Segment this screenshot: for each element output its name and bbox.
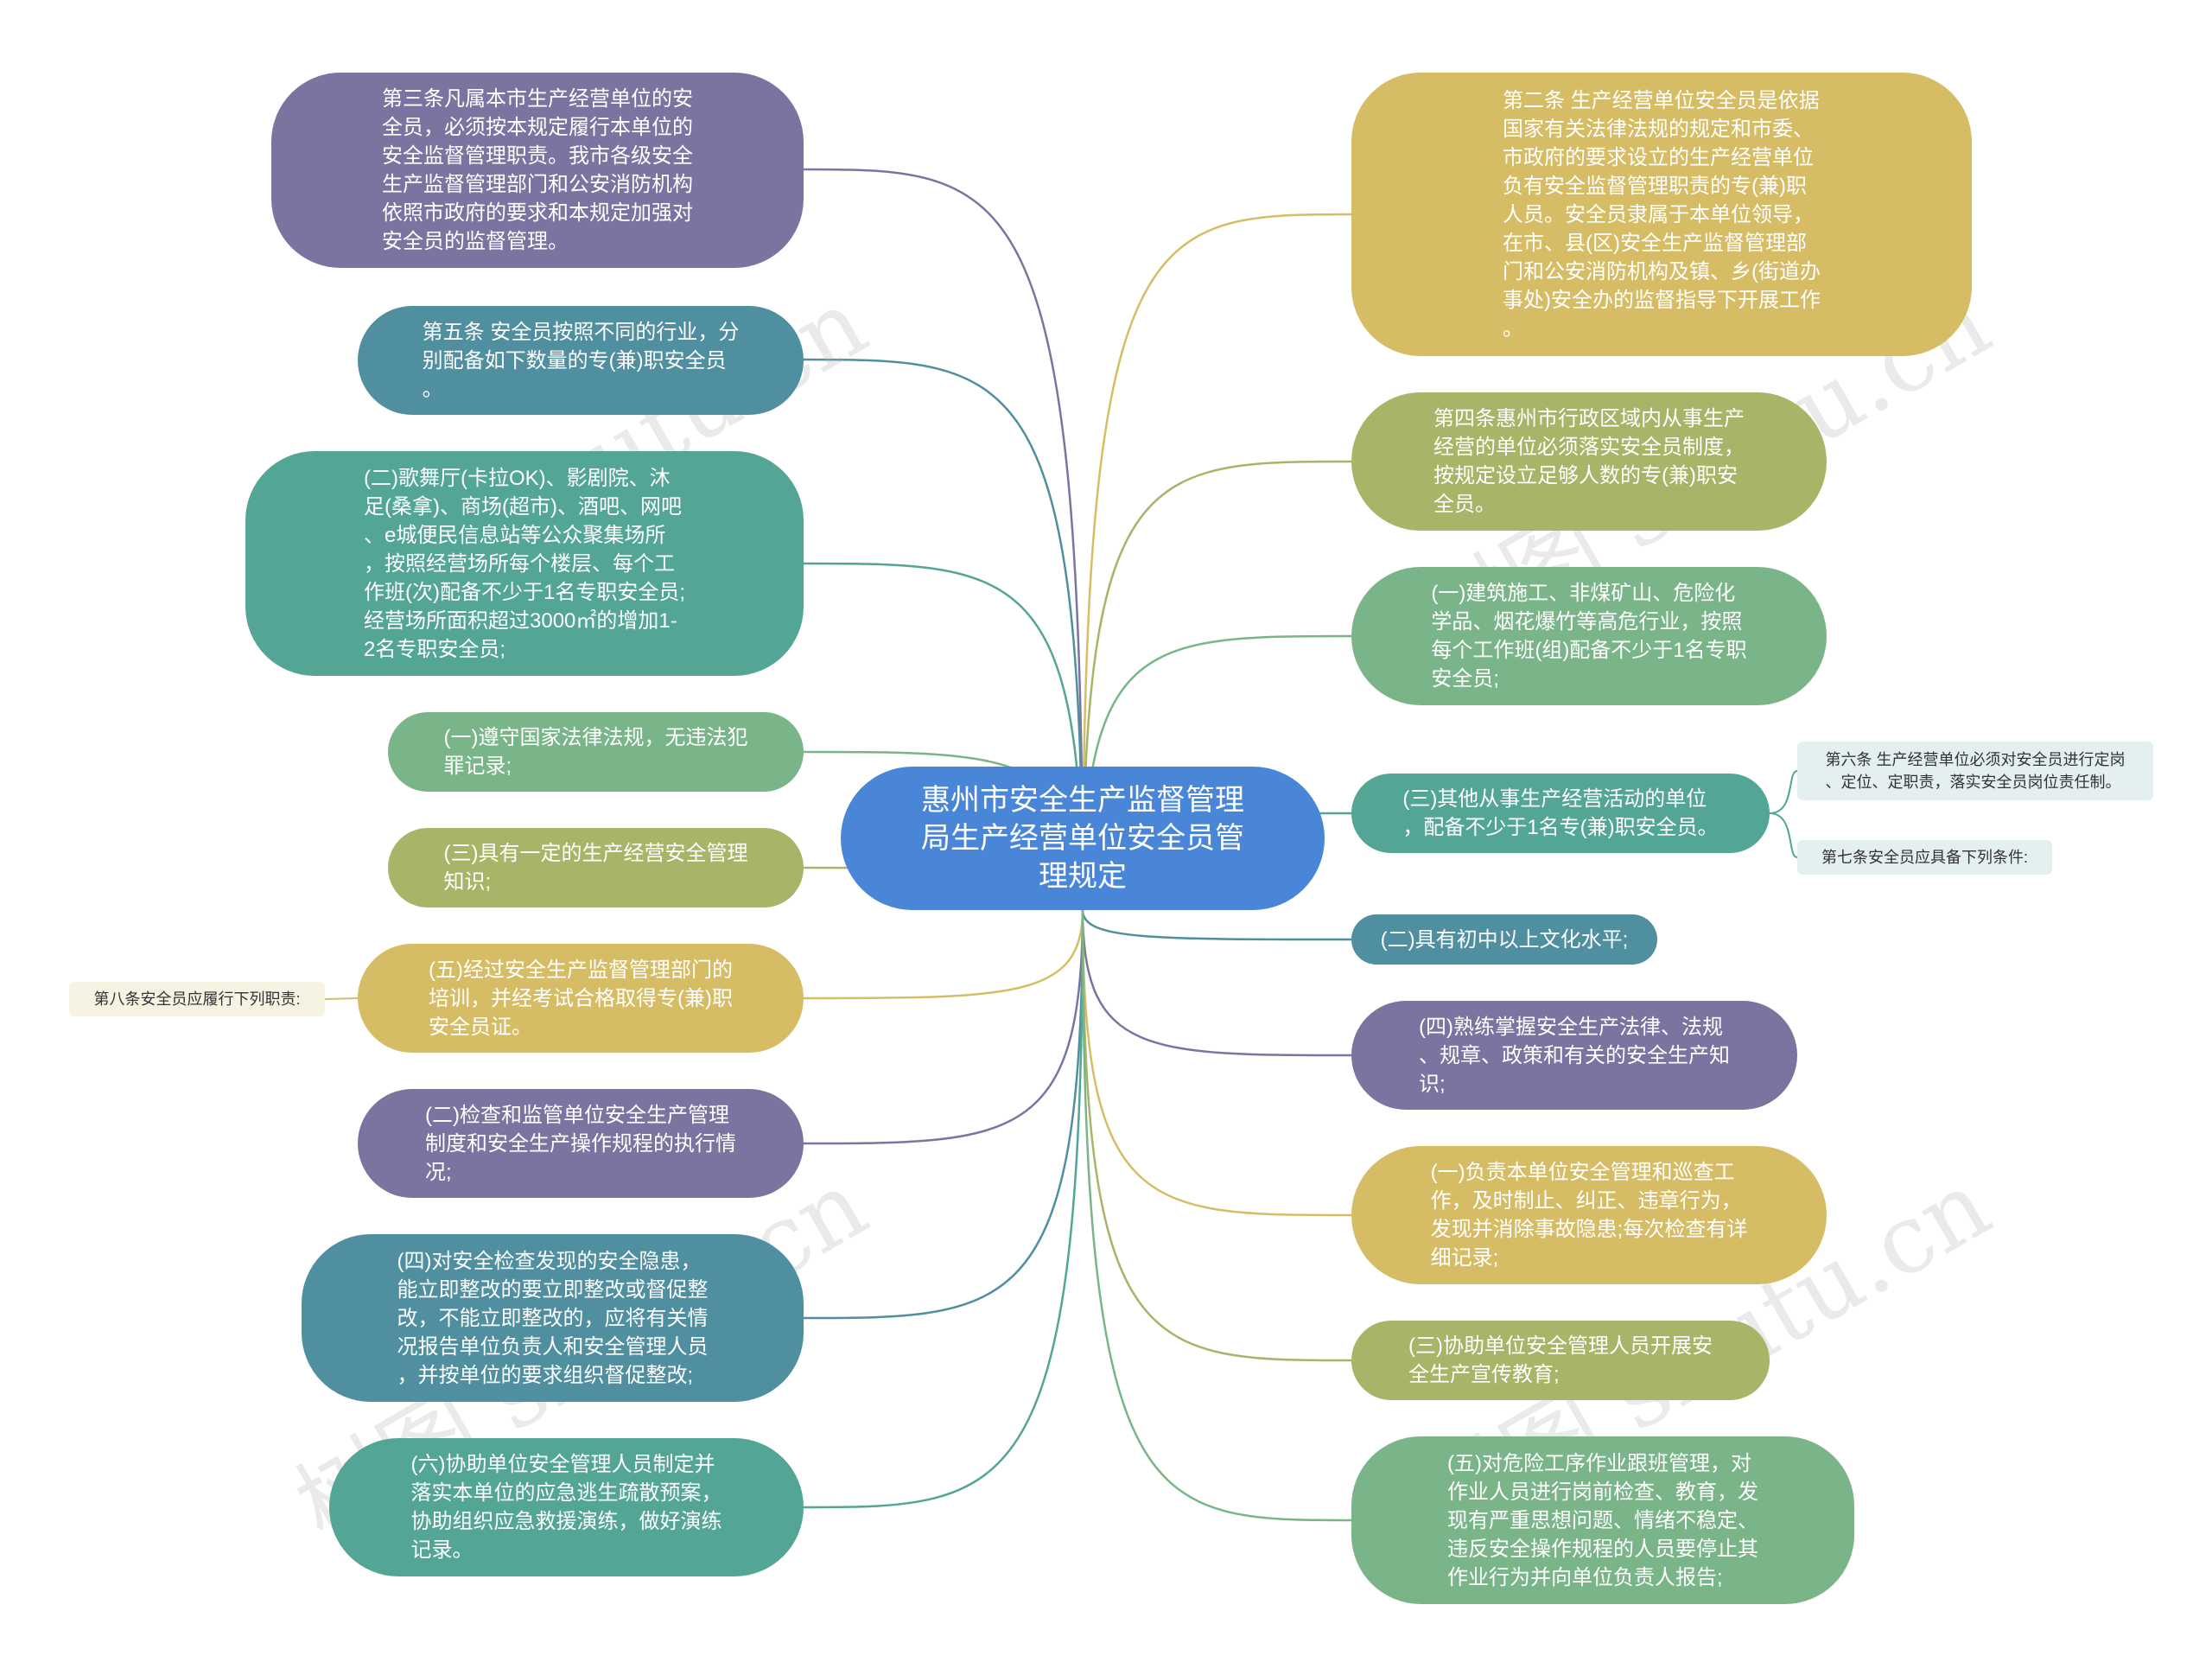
central-topic[interactable]: 惠州市安全生产监督管理 局生产经营单位安全员管 理规定 bbox=[841, 767, 1325, 910]
node-text: 第七条安全员应具备下列条件: bbox=[1821, 849, 2028, 866]
node-text: (一)遵守国家法律法规，无违法犯 罪记录; bbox=[443, 726, 748, 778]
left-node-condition-5[interactable]: (五)经过安全生产监督管理部门的 培训，并经考试合格取得专(兼)职 安全员证。 bbox=[358, 944, 804, 1053]
node-text: (五)对危险工序作业跟班管理，对 作业人员进行岗前检查、教育，发 现有严重思想问… bbox=[1447, 1451, 1758, 1589]
node-text: (六)协助单位安全管理人员制定并 落实本单位的应急逃生疏散预案， 协助组织应急救… bbox=[410, 1453, 722, 1562]
right-node-duty-5[interactable]: (五)对危险工序作业跟班管理，对 作业人员进行岗前检查、教育，发 现有严重思想问… bbox=[1351, 1436, 1854, 1604]
sub-node-article-6[interactable]: 第六条 生产经营单位必须对安全员进行定岗 、定位、定职责，落实安全员岗位责任制。 bbox=[1797, 742, 2153, 800]
sub-node-article-8[interactable]: 第八条安全员应履行下列职责: bbox=[69, 982, 325, 1016]
right-node-other-units[interactable]: (三)其他从事生产经营活动的单位 ，配备不少于1名专(兼)职安全员。 bbox=[1351, 774, 1770, 853]
node-text: (一)负责本单位安全管理和巡查工 作，及时制止、纠正、违章行为， 发现并消除事故… bbox=[1430, 1161, 1748, 1270]
connector-right-0 bbox=[1081, 213, 1352, 911]
node-text: 第三条凡属本市生产经营单位的安 全员，必须按本规定履行本单位的 安全监督管理职责… bbox=[382, 87, 693, 253]
central-topic-text: 惠州市安全生产监督管理 局生产经营单位安全员管 理规定 bbox=[921, 784, 1244, 893]
left-node-condition-1[interactable]: (一)遵守国家法律法规，无违法犯 罪记录; bbox=[388, 712, 804, 792]
connector-sub-article-7 bbox=[1769, 812, 1798, 858]
connector-left-8 bbox=[803, 909, 1084, 1509]
connector-right-7 bbox=[1081, 909, 1352, 1362]
connector-sub-article-8 bbox=[324, 997, 359, 1000]
connector-left-6 bbox=[803, 909, 1084, 1145]
connector-right-8 bbox=[1081, 909, 1352, 1522]
right-node-condition-4[interactable]: (四)熟练掌握安全生产法律、法规 、规章、政策和有关的安全生产知 识; bbox=[1351, 1001, 1797, 1110]
right-node-article-4[interactable]: 第四条惠州市行政区域内从事生产 经营的单位必须落实安全员制度， 按规定设立足够人… bbox=[1351, 392, 1827, 531]
node-text: 第六条 生产经营单位必须对安全员进行定岗 、定位、定职责，落实安全员岗位责任制。 bbox=[1825, 751, 2126, 791]
connector-right-6 bbox=[1081, 909, 1352, 1217]
left-node-entertainment-venues[interactable]: (二)歌舞厅(卡拉OK)、影剧院、沐 足(桑拿)、商场(超市)、酒吧、网吧 、e… bbox=[245, 451, 804, 676]
left-node-duty-4[interactable]: (四)对安全检查发现的安全隐患， 能立即整改的要立即整改或督促整 改，不能立即整… bbox=[302, 1234, 804, 1402]
sub-node-article-7[interactable]: 第七条安全员应具备下列条件: bbox=[1797, 840, 2052, 875]
connector-left-1 bbox=[803, 358, 1084, 911]
node-text: (四)熟练掌握安全生产法律、法规 、规章、政策和有关的安全生产知 识; bbox=[1419, 1015, 1730, 1096]
node-text: (一)建筑施工、非煤矿山、危险化 学品、烟花爆竹等高危行业，按照 每个工作班(组… bbox=[1431, 582, 1747, 691]
node-text: 第二条 生产经营单位安全员是依据 国家有关法律法规的规定和市委、 市政府的要求设… bbox=[1503, 88, 1821, 341]
node-text: (三)其他从事生产经营活动的单位 ，配备不少于1名专(兼)职安全员。 bbox=[1402, 787, 1719, 839]
right-node-article-2[interactable]: 第二条 生产经营单位安全员是依据 国家有关法律法规的规定和市委、 市政府的要求设… bbox=[1351, 73, 1972, 356]
right-node-duty-1[interactable]: (一)负责本单位安全管理和巡查工 作，及时制止、纠正、违章行为， 发现并消除事故… bbox=[1351, 1146, 1827, 1284]
connector-left-0 bbox=[803, 168, 1084, 911]
node-text: 第八条安全员应履行下列职责: bbox=[93, 990, 301, 1008]
connector-sub-article-6 bbox=[1769, 770, 1798, 814]
connector-right-5 bbox=[1081, 909, 1352, 1057]
left-node-article-3[interactable]: 第三条凡属本市生产经营单位的安 全员，必须按本规定履行本单位的 安全监督管理职责… bbox=[271, 73, 804, 268]
node-text: (四)对安全检查发现的安全隐患， 能立即整改的要立即整改或督促整 改，不能立即整… bbox=[397, 1249, 709, 1387]
connector-right-1 bbox=[1081, 460, 1352, 911]
node-text: (三)协助单位安全管理人员开展安 全生产宣传教育; bbox=[1408, 1334, 1713, 1386]
node-text: (二)具有初中以上文化水平; bbox=[1380, 927, 1629, 952]
node-text: 第五条 安全员按照不同的行业，分 别配备如下数量的专(兼)职安全员 。 bbox=[422, 320, 740, 401]
right-node-duty-3[interactable]: (三)协助单位安全管理人员开展安 全生产宣传教育; bbox=[1351, 1321, 1770, 1400]
node-text: (二)歌舞厅(卡拉OK)、影剧院、沐 足(桑拿)、商场(超市)、酒吧、网吧 、e… bbox=[364, 466, 685, 661]
left-node-duty-6[interactable]: (六)协助单位安全管理人员制定并 落实本单位的应急逃生疏散预案， 协助组织应急救… bbox=[329, 1438, 804, 1576]
connector-right-4 bbox=[1081, 909, 1352, 941]
left-node-article-5[interactable]: 第五条 安全员按照不同的行业，分 别配备如下数量的专(兼)职安全员 。 bbox=[358, 306, 804, 415]
right-node-high-risk-industries[interactable]: (一)建筑施工、非煤矿山、危险化 学品、烟花爆竹等高危行业，按照 每个工作班(组… bbox=[1351, 567, 1827, 705]
right-node-condition-2[interactable]: (二)具有初中以上文化水平; bbox=[1351, 914, 1657, 965]
node-text: (二)检查和监管单位安全生产管理 制度和安全生产操作规程的执行情 况; bbox=[425, 1103, 736, 1184]
left-node-duty-2[interactable]: (二)检查和监管单位安全生产管理 制度和安全生产操作规程的执行情 况; bbox=[358, 1089, 804, 1198]
node-text: 第四条惠州市行政区域内从事生产 经营的单位必须落实安全员制度， 按规定设立足够人… bbox=[1433, 407, 1745, 516]
node-text: (五)经过安全生产监督管理部门的 培训，并经考试合格取得专(兼)职 安全员证。 bbox=[429, 958, 733, 1039]
connector-left-5 bbox=[803, 909, 1084, 1000]
connector-left-7 bbox=[803, 909, 1084, 1320]
node-text: (三)具有一定的生产经营安全管理 知识; bbox=[443, 842, 748, 894]
left-node-condition-3[interactable]: (三)具有一定的生产经营安全管理 知识; bbox=[388, 828, 804, 907]
